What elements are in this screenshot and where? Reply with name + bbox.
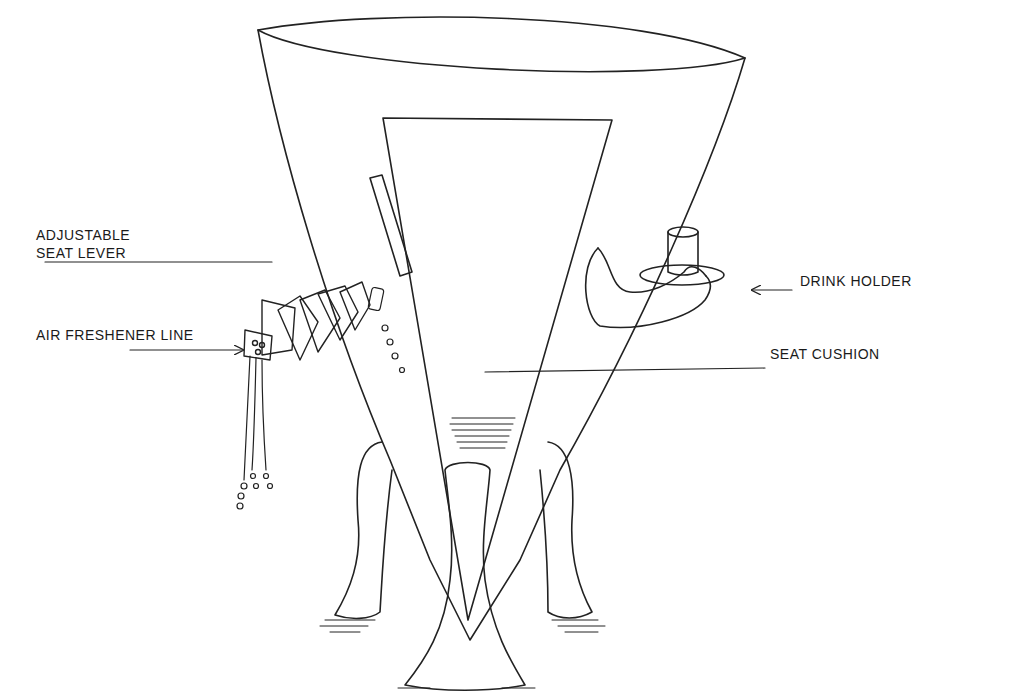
chair-shell: [258, 17, 745, 640]
part-label: SEAT CUSHION: [770, 345, 970, 363]
chair-legs: [335, 442, 592, 690]
control-buttons: [368, 287, 405, 373]
leader-arrow: [752, 289, 792, 290]
cushion-hatch: [450, 418, 515, 448]
leader-line: [485, 368, 765, 372]
seat-opening: [383, 118, 612, 620]
leader-line: [45, 261, 272, 262]
drink-holder: [586, 227, 724, 327]
leader-arrow: [130, 349, 243, 350]
panel-slot: [370, 175, 412, 276]
air-freshener-line: [237, 356, 273, 509]
floor-shadow: [320, 620, 605, 688]
seat-levers: [244, 282, 370, 360]
part-label: AIR FRESHENER LINE: [36, 326, 236, 344]
part-label: ADJUSTABLE SEAT LEVER: [36, 226, 154, 262]
part-label: DRINK HOLDER: [800, 272, 980, 290]
rim-edge: [258, 30, 745, 72]
